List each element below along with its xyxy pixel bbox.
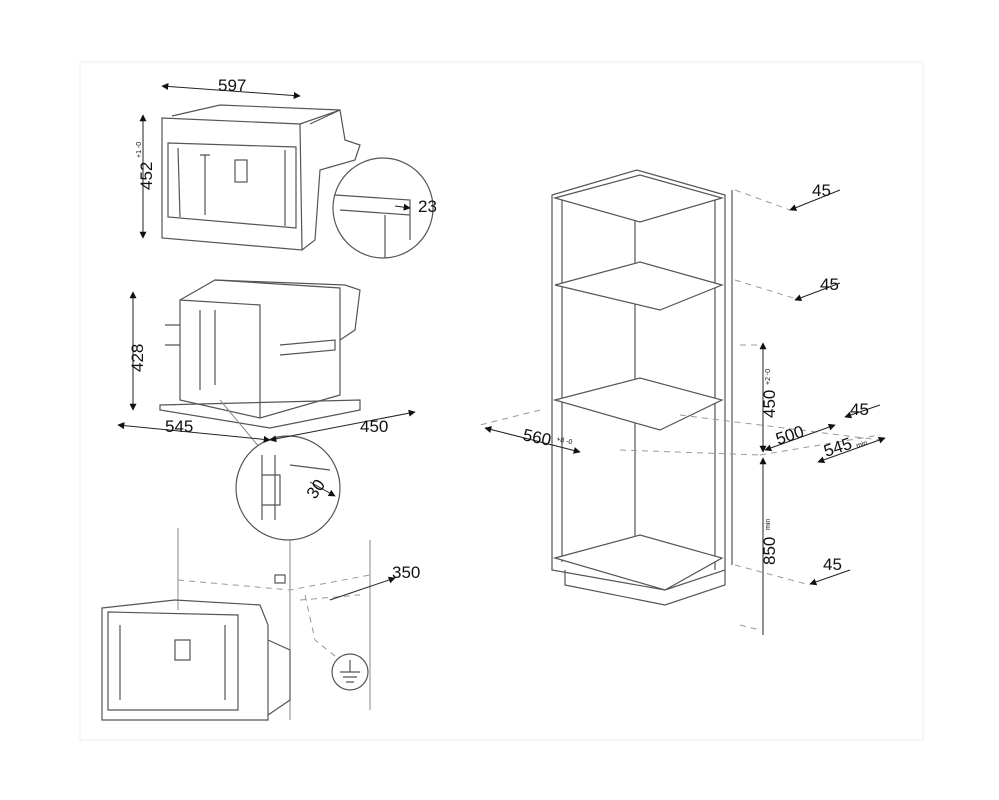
dim-depth-545: 545 [165,417,193,436]
appliance-front-view [161,104,361,251]
dim-width-560-tolerance: +8 -0 [556,436,573,446]
dim-depth-545-suffix: min [855,440,868,450]
dim-bottom-gap-45: 45 [823,555,842,574]
cabinet-drawing [551,169,733,606]
dim-depth-545: 545 [821,434,854,461]
dim-top-gap-45: 45 [812,181,831,200]
appliance-side-view [159,279,361,429]
dim-niche-height-450: 450 [760,390,779,418]
dim-mid-gap-45: 45 [850,400,869,419]
detail-circle-gap [332,157,434,259]
dim-base-height-850: 850 [760,537,779,565]
dim-width-560: 560 [521,425,553,449]
dim-socket-350: 350 [392,563,420,582]
dim-height-452: 452 [137,162,156,190]
dim-base-height-suffix: min [765,519,772,530]
dim-upper-gap-45: 45 [820,275,839,294]
dim-height-452-tolerance: +1 -0 [136,142,143,158]
dim-depth-450: 450 [360,417,388,436]
dim-depth-500: 500 [773,422,806,449]
dim-height-428: 428 [128,344,147,372]
ground-symbol-icon [331,653,369,691]
dim-width-597: 597 [218,76,246,95]
dim-gap-23: 23 [418,197,437,216]
frame [79,61,924,741]
appliance-installation-view [101,528,371,721]
dim-niche-height-tolerance: +2 -0 [765,369,772,385]
